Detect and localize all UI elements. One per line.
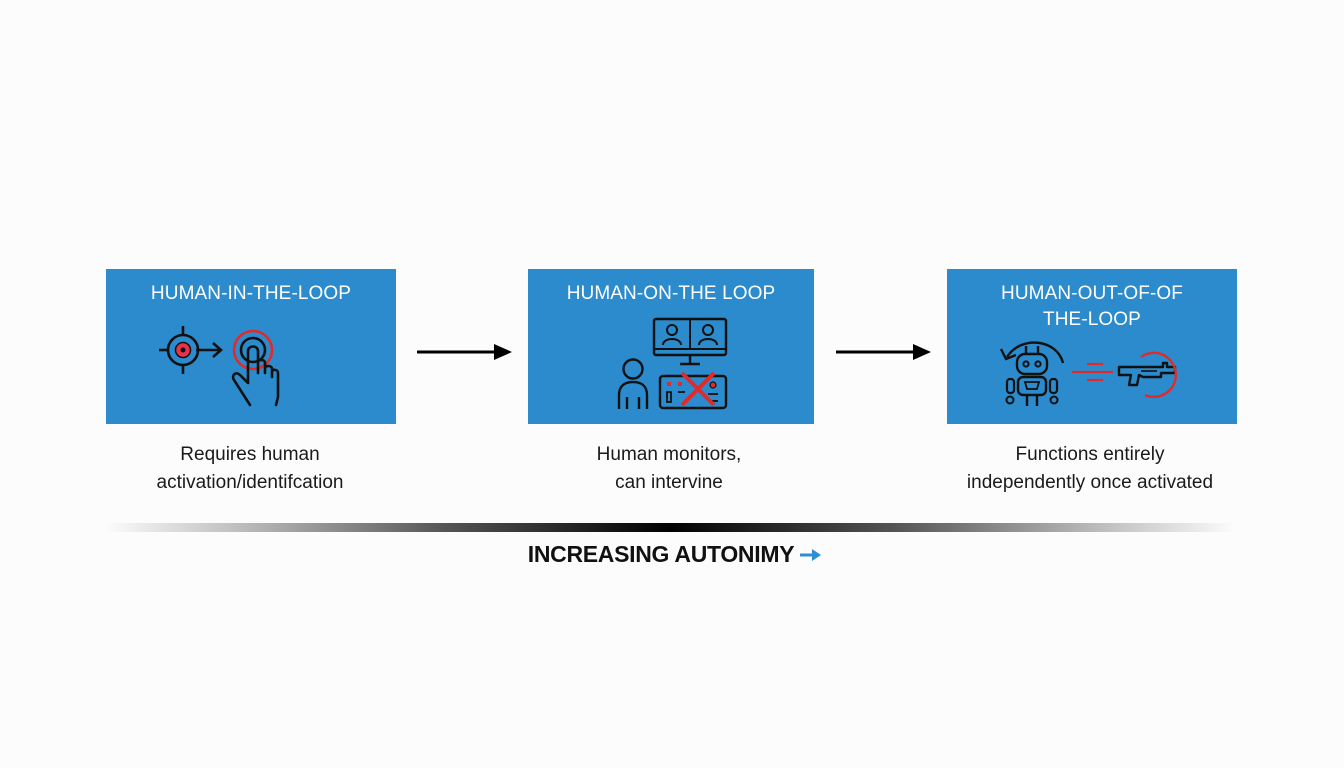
stage-title-line: THE-LOOP bbox=[1043, 309, 1141, 330]
arrow-right-icon bbox=[800, 548, 822, 561]
stage-description: Requires human activation/identifcation bbox=[100, 441, 400, 497]
dual-monitor-icon bbox=[652, 317, 728, 366]
exchange-arrows-icon bbox=[1072, 362, 1113, 382]
arrow-right-icon bbox=[196, 342, 223, 358]
person-icon bbox=[617, 358, 649, 409]
stage-description: Functions entirely independently once ac… bbox=[940, 441, 1240, 497]
hand-press-button-icon bbox=[231, 329, 280, 407]
stage-title: HUMAN-IN-THE-LOOP bbox=[150, 283, 352, 304]
description-line: independently once activated bbox=[966, 472, 1214, 493]
stage-box-human-out-of-the-loop: HUMAN-OUT-OF-OF THE-LOOP bbox=[947, 269, 1237, 424]
description-line: Human monitors, bbox=[596, 444, 742, 465]
stage-title: HUMAN-ON-THE LOOP bbox=[566, 283, 776, 304]
description-line: Requires human bbox=[180, 444, 320, 465]
autonomy-axis-label: INCREASING AUTONIMY bbox=[0, 540, 1344, 568]
red-circle-icon bbox=[1140, 351, 1177, 399]
gun-icon bbox=[1117, 361, 1177, 387]
stage-description: Human monitors, can intervine bbox=[519, 441, 819, 497]
description-line: activation/identifcation bbox=[156, 472, 344, 493]
connector-arrow-icon bbox=[836, 344, 931, 360]
connector-arrow-icon bbox=[417, 344, 512, 360]
cycle-arrow-icon bbox=[999, 341, 1065, 364]
description-line: Functions entirely bbox=[1015, 444, 1165, 465]
robot-icon bbox=[1005, 346, 1059, 406]
control-panel-icon bbox=[658, 374, 728, 410]
autonomy-gradient-bar bbox=[105, 523, 1235, 532]
stage-title-line: HUMAN-OUT-OF-OF bbox=[1001, 283, 1183, 304]
red-x-icon bbox=[680, 371, 716, 407]
stage-box-human-on-the-loop: HUMAN-ON-THE LOOP bbox=[528, 269, 814, 424]
description-line: can intervine bbox=[615, 472, 723, 493]
axis-label-text: INCREASING AUTONIMY bbox=[527, 541, 795, 568]
stage-box-human-in-the-loop: HUMAN-IN-THE-LOOP bbox=[106, 269, 396, 424]
